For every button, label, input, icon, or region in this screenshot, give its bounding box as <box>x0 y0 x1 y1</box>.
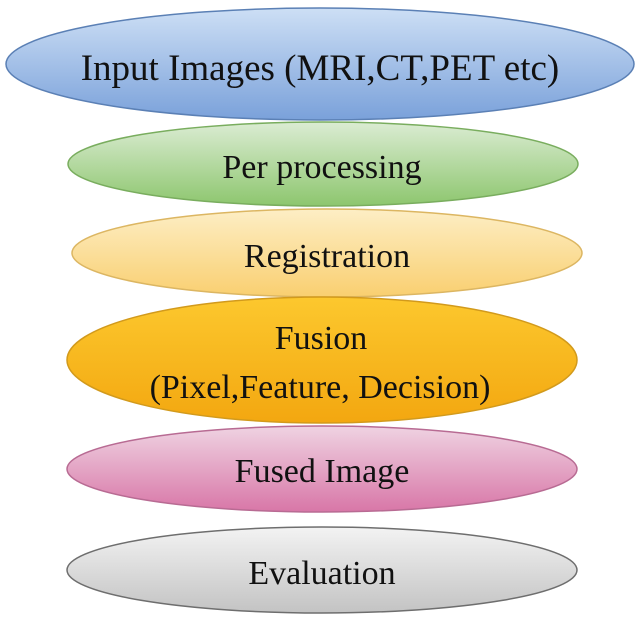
preprocessing-label: Per processing <box>222 149 421 186</box>
step-fusion: Fusion (Pixel,Feature, Decision) <box>66 296 578 424</box>
fused-image-ellipse <box>66 425 578 513</box>
registration-label: Registration <box>244 238 410 275</box>
step-preprocessing: Per processing <box>67 121 579 207</box>
evaluation-ellipse <box>66 526 578 614</box>
step-evaluation: Evaluation <box>66 526 578 614</box>
evaluation-label: Evaluation <box>248 555 395 592</box>
fusion-label: Fusion <box>275 320 368 357</box>
input-images-label: Input Images (MRI,CT,PET etc) <box>81 48 560 89</box>
step-registration: Registration <box>71 208 583 298</box>
input-images-ellipse <box>5 7 635 121</box>
step-fused-image: Fused Image <box>66 425 578 513</box>
fused-image-label: Fused Image <box>235 453 410 490</box>
fusion-ellipse <box>66 296 578 424</box>
fusion-methods-label: (Pixel,Feature, Decision) <box>150 369 491 406</box>
preprocessing-ellipse <box>67 121 579 207</box>
step-input-images: Input Images (MRI,CT,PET etc) <box>5 7 635 121</box>
